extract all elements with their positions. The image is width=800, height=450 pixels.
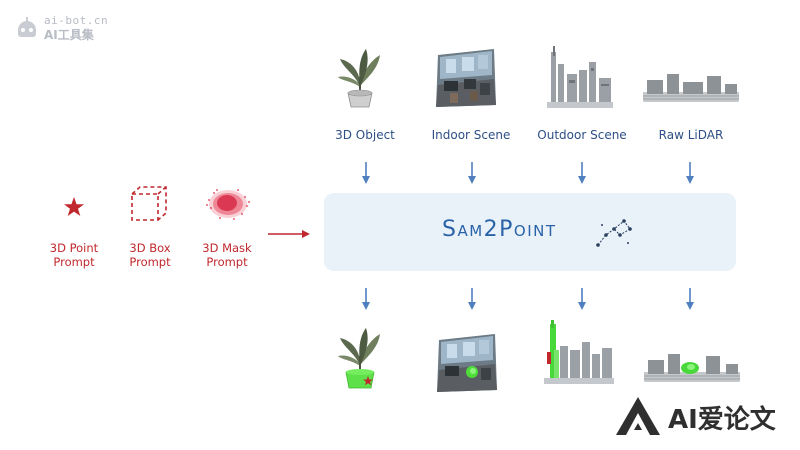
prompt-label-line1: 3D Box	[129, 241, 171, 255]
watermark-domain: ai-bot.cn	[44, 14, 109, 27]
down-arrow-icon	[468, 288, 476, 310]
model-panel: Sam2Point	[324, 193, 736, 271]
down-arrow-icon	[578, 162, 586, 184]
dashed-box-icon	[131, 186, 167, 221]
input-label-indoor: Indoor Scene	[431, 128, 511, 142]
prompt-label-line1: 3D Point	[49, 241, 99, 255]
prompt-label-mask: 3D Mask Prompt	[192, 241, 262, 269]
down-arrow-icon	[468, 162, 476, 184]
plant-object-thumbnail	[338, 49, 380, 108]
watermark-top-left: ai-bot.cn AI工具集	[14, 14, 114, 42]
outdoor-scene-thumbnail	[547, 46, 613, 108]
plant-object-segmented-thumbnail	[338, 328, 380, 389]
lidar-scan-segmented-thumbnail	[644, 354, 740, 382]
outdoor-scene-segmented-thumbnail	[544, 320, 614, 384]
lidar-scan-thumbnail	[643, 74, 739, 102]
input-label-lidar: Raw LiDAR	[658, 128, 724, 142]
prompt-arrow-icon	[268, 230, 310, 238]
constellation-icon	[596, 219, 632, 247]
down-arrow-icon	[362, 162, 370, 184]
down-arrow-icon	[578, 288, 586, 310]
down-arrow-icon	[362, 288, 370, 310]
watermark-label: AI工具集	[44, 28, 94, 42]
down-arrow-icon	[686, 288, 694, 310]
watermark-bottom-right: AI爱论文	[612, 393, 788, 441]
star-point-icon	[64, 197, 84, 216]
robot-logo-icon	[18, 17, 36, 37]
prompt-label-box: 3D Box Prompt	[115, 241, 185, 269]
prompt-label-line1: 3D Mask	[202, 241, 252, 255]
input-label-outdoor: Outdoor Scene	[537, 128, 627, 142]
ai-logo-icon	[616, 397, 660, 435]
watermark-bottom-label: AI爱论文	[668, 405, 776, 435]
indoor-scene-thumbnail	[436, 49, 496, 107]
model-title: Sam2Point	[442, 217, 557, 242]
down-arrow-icon	[686, 162, 694, 184]
prompt-label-point: 3D Point Prompt	[39, 241, 109, 269]
input-label-object: 3D Object	[335, 128, 395, 142]
mask-cloud-icon	[206, 189, 250, 220]
indoor-scene-segmented-thumbnail	[437, 334, 497, 392]
prompt-label-line2: Prompt	[53, 255, 95, 269]
prompt-label-line2: Prompt	[129, 255, 171, 269]
prompt-label-line2: Prompt	[206, 255, 248, 269]
